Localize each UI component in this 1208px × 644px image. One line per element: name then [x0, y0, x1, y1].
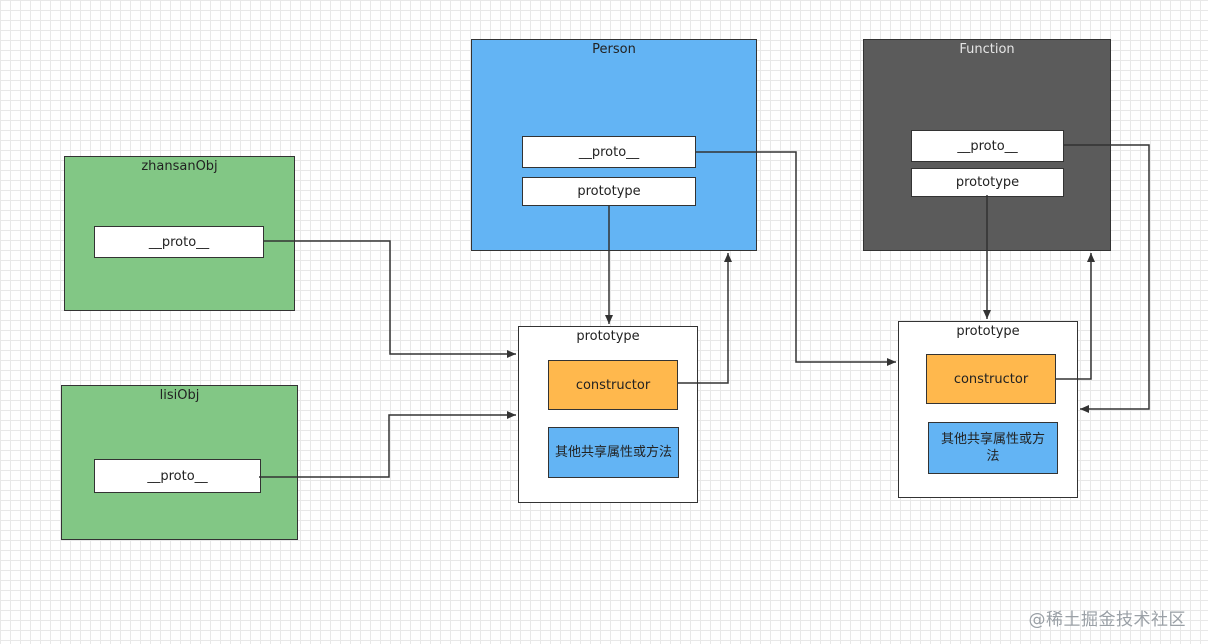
function-shared-methods-field: 其他共享属性或方法 — [928, 422, 1058, 474]
person-title: Person — [592, 42, 636, 57]
person-constructor-field: constructor — [548, 360, 678, 410]
person-prototype-box: prototype constructor 其他共享属性或方法 — [518, 326, 698, 503]
watermark: @稀土掘金技术社区 — [1028, 610, 1186, 630]
function-proto-field: __proto__ — [911, 130, 1064, 162]
person-proto-field: __proto__ — [522, 136, 696, 168]
function-prototype-box: prototype constructor 其他共享属性或方法 — [898, 321, 1078, 498]
function-constructor-field: constructor — [926, 354, 1056, 404]
person-shared-methods-field: 其他共享属性或方法 — [548, 427, 679, 478]
person-prototype-title: prototype — [576, 329, 640, 344]
lisi-object-title: lisiObj — [159, 388, 200, 403]
function-prototype-title: prototype — [956, 324, 1020, 339]
function-prototype-field: prototype — [911, 168, 1064, 197]
zhansan-proto-field: __proto__ — [94, 226, 264, 258]
function-box: Function __proto__ prototype — [863, 39, 1111, 251]
zhansan-object-box: zhansanObj __proto__ — [64, 156, 295, 311]
lisi-proto-field: __proto__ — [94, 459, 261, 493]
person-box: Person __proto__ prototype — [471, 39, 757, 251]
arrow-zhansan-proto-to-person-prototype — [263, 240, 516, 358]
zhansan-object-title: zhansanObj — [141, 159, 218, 174]
lisi-object-box: lisiObj __proto__ — [61, 385, 298, 540]
person-prototype-field: prototype — [522, 177, 696, 206]
function-title: Function — [959, 42, 1015, 57]
